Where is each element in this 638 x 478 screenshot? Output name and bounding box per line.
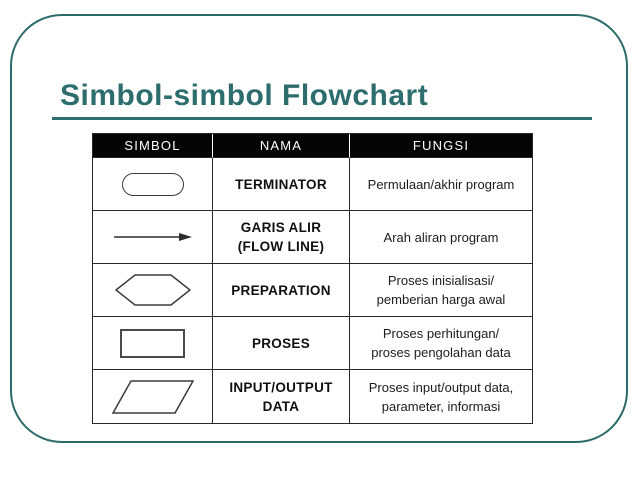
slide-rounded-border — [10, 14, 628, 443]
page-title: Simbol-simbol Flowchart — [60, 79, 429, 112]
table-row-nama-cell: GARIS ALIR (FLOW LINE) — [213, 211, 350, 264]
table-row-nama-cell: PREPARATION — [213, 264, 350, 317]
input-output-parallelogram-icon — [111, 379, 194, 414]
table-row-symbol-cell — [93, 317, 213, 370]
process-rectangle-icon — [120, 328, 185, 358]
table-row-nama-cell: INPUT/OUTPUT DATA — [213, 370, 350, 423]
table-row-symbol-cell — [93, 264, 213, 317]
terminator-stadium-icon — [121, 172, 184, 196]
flow-line-arrow-icon — [113, 233, 192, 241]
preparation-hexagon-icon — [114, 274, 191, 306]
table-row-fungsi-cell: Proses perhitungan/ proses pengolahan da… — [350, 317, 532, 370]
column-header-simbol: SIMBOL — [93, 134, 213, 158]
table-row-nama-cell: PROSES — [213, 317, 350, 370]
title-underline — [52, 117, 592, 120]
table-row-fungsi-cell: Proses input/output data, parameter, inf… — [368, 379, 514, 414]
table-row-fungsi-cell: Proses inisialisasi/ pemberian harga awa… — [350, 264, 532, 317]
flowchart-symbol-table: SIMBOL NAMA FUNGSI TERMINATOR Permulaan/… — [92, 133, 533, 424]
column-header-nama: NAMA — [213, 134, 350, 158]
table-row-nama-cell: TERMINATOR — [213, 158, 350, 211]
table-row-fungsi-cell: Arah aliran program — [350, 211, 532, 264]
column-header-fungsi: FUNGSI — [350, 134, 532, 158]
table-row-symbol-cell — [93, 158, 213, 211]
table-row-fungsi-cell: Permulaan/akhir program — [350, 158, 532, 211]
table-row-symbol-cell — [93, 370, 213, 423]
table-row-symbol-cell — [93, 211, 213, 264]
